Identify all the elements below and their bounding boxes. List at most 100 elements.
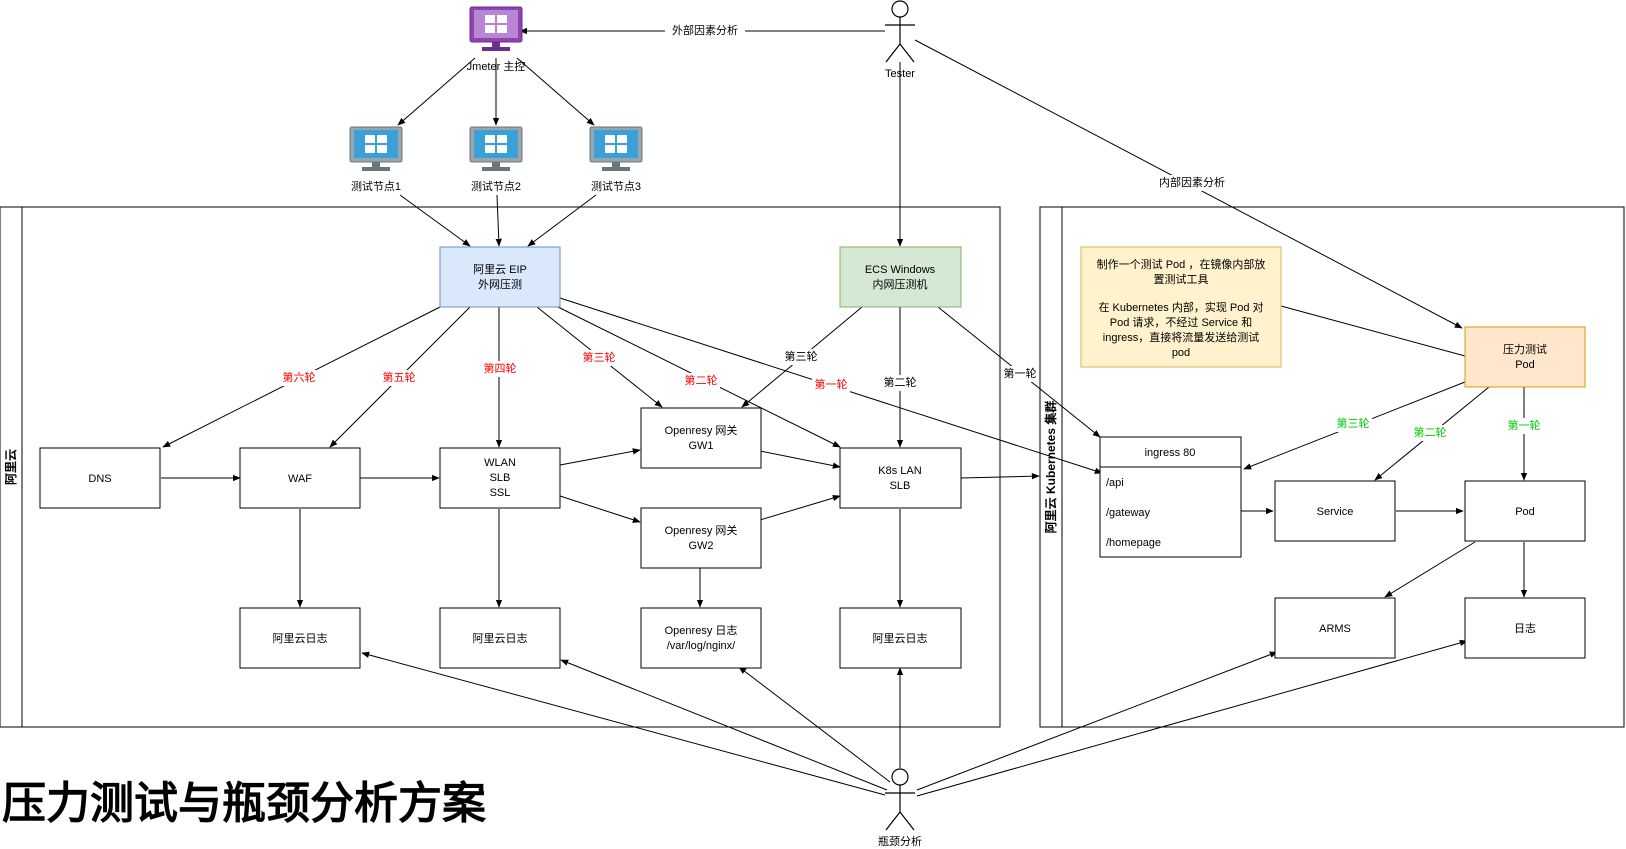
node-eip-line1: 阿里云 EIP <box>473 263 527 276</box>
node-gw2-line2: GW2 <box>688 540 713 552</box>
edge-master-node3 <box>516 57 595 126</box>
monitor-node1[interactable]: 测试节点1 <box>349 126 403 193</box>
actor-bottleneck[interactable]: 瓶颈分析 <box>878 768 922 848</box>
node-wlan-line2: SLB <box>490 472 511 484</box>
node-service[interactable]: Service <box>1274 480 1396 542</box>
node-waf-label: WAF <box>288 473 312 485</box>
label-ecs-r3: 第三轮 <box>785 349 818 363</box>
node-service-label: Service <box>1317 506 1354 518</box>
node-pod[interactable]: Pod <box>1464 480 1586 542</box>
node-waf[interactable]: WAF <box>239 447 361 509</box>
label-r6: 第六轮 <box>283 370 316 384</box>
node-k8slan-line1: K8s LAN <box>878 465 921 477</box>
label-k8s-r3: 第三轮 <box>1337 416 1370 430</box>
node-log-gw[interactable]: Openresy 日志 /var/log/nginx/ <box>640 607 762 669</box>
note-line2: 置测试工具 <box>1154 273 1209 286</box>
pool-aliyun: 阿里云 <box>0 206 1001 728</box>
node-wlan-line1: WLAN <box>484 457 516 469</box>
node-log-gw-line1: Openresy 日志 <box>665 624 738 637</box>
edge-gw1-k8slan <box>759 450 841 469</box>
edge-node3-eip <box>527 194 597 247</box>
node-gw1[interactable]: Openresy 网关 GW1 <box>640 407 762 469</box>
label-ecs-r1: 第一轮 <box>1004 366 1037 380</box>
edge-node2-eip <box>495 194 502 247</box>
node-log-wlan[interactable]: 阿里云日志 <box>439 607 561 669</box>
monitor-node3-label: 测试节点3 <box>591 180 641 193</box>
windows-monitor-icon <box>469 6 523 51</box>
stick-figure-icon <box>885 768 915 831</box>
windows-monitor-icon <box>589 126 643 171</box>
edge-wlan-gw1 <box>559 448 641 466</box>
node-wlan-slb[interactable]: WLAN SLB SSL <box>439 447 561 509</box>
note-line4: Pod 请求，不经过 Service 和 <box>1110 316 1252 329</box>
label-internal: 内部因素分析 <box>1159 175 1225 189</box>
edge-gw2-k8slan <box>759 495 841 521</box>
edge-node1-eip <box>399 194 471 247</box>
pool-k8s-cluster: 阿里云 Kubernetes 集群 <box>1039 206 1625 728</box>
actor-bottleneck-label: 瓶颈分析 <box>878 834 922 848</box>
node-gw2[interactable]: Openresy 网关 GW2 <box>640 507 762 569</box>
node-pod-log[interactable]: 日志 <box>1464 597 1586 659</box>
label-r2-red: 第二轮 <box>685 373 718 387</box>
monitor-master-label: Jmeter 主控 <box>467 59 526 73</box>
monitor-node1-label: 测试节点1 <box>351 180 401 193</box>
actor-tester[interactable]: Tester <box>885 0 915 80</box>
note-line6: pod <box>1172 347 1190 359</box>
ingress-route-gateway[interactable]: /gateway <box>1106 507 1151 519</box>
edge-labels: 外部因素分析 内部因素分析 第六轮 第五轮 第四轮 第三轮 第二轮 第一轮 第三… <box>280 22 1543 441</box>
edge-master-node1 <box>397 57 476 126</box>
edge-analysis-log-wlan <box>560 659 888 791</box>
label-r1-red: 第一轮 <box>815 377 848 391</box>
node-dns[interactable]: DNS <box>39 447 161 509</box>
monitor-node2[interactable]: 测试节点2 <box>469 126 523 193</box>
node-k8slan-line2: SLB <box>890 480 911 492</box>
node-dns-label: DNS <box>88 473 111 485</box>
edge-wlan-gw2 <box>559 495 641 523</box>
label-k8s-r1: 第一轮 <box>1508 418 1541 432</box>
node-wlan-line3: SSL <box>490 487 511 499</box>
node-log-waf[interactable]: 阿里云日志 <box>239 607 361 669</box>
node-pod-label: Pod <box>1515 506 1535 518</box>
ingress-header: ingress 80 <box>1145 447 1196 459</box>
node-k8s-lan-slb[interactable]: K8s LAN SLB <box>839 447 962 509</box>
node-eip-line2: 外网压测 <box>478 278 522 291</box>
edge-note-stresspod <box>1280 305 1466 357</box>
node-gw1-line1: Openresy 网关 <box>665 423 738 437</box>
node-log-gw-line2: /var/log/nginx/ <box>667 640 736 652</box>
monitor-node3[interactable]: 测试节点3 <box>589 126 643 193</box>
note-stress-pod: 制作一个测试 Pod ，在镜像内部放 置测试工具 在 Kubernetes 内部… <box>1080 246 1282 368</box>
note-line3: 在 Kubernetes 内部，实现 Pod 对 <box>1098 300 1263 314</box>
label-k8s-r2: 第二轮 <box>1414 425 1447 439</box>
node-log-k8slan-label: 阿里云日志 <box>873 632 928 645</box>
ingress-route-homepage[interactable]: /homepage <box>1106 537 1161 549</box>
page-title: 压力测试与瓶颈分析方案 <box>2 779 487 828</box>
note-line1: 制作一个测试 Pod ，在镜像内部放 <box>1097 257 1266 271</box>
node-ingress[interactable]: ingress 80 /api /gateway /homepage <box>1099 436 1242 558</box>
node-gw1-line2: GW1 <box>688 440 713 452</box>
monitor-node2-label: 测试节点2 <box>471 180 521 193</box>
windows-monitor-icon <box>469 126 523 171</box>
actor-tester-label: Tester <box>885 68 915 80</box>
edge-analysis-podlog <box>916 639 1468 797</box>
stick-figure-icon <box>885 0 915 63</box>
label-r5: 第五轮 <box>383 370 416 384</box>
node-log-waf-label: 阿里云日志 <box>273 632 328 645</box>
pool-aliyun-label: 阿里云 <box>3 449 18 485</box>
node-ecs-windows[interactable]: ECS Windows 内网压测机 <box>839 246 962 308</box>
windows-monitor-icon <box>349 126 403 171</box>
node-log-k8slan[interactable]: 阿里云日志 <box>839 607 962 669</box>
label-external: 外部因素分析 <box>672 23 738 37</box>
edge-analysis-log-waf <box>361 651 886 796</box>
node-arms[interactable]: ARMS <box>1274 597 1396 659</box>
edge-pod-arms <box>1384 541 1476 598</box>
node-log-wlan-label: 阿里云日志 <box>473 632 528 645</box>
node-stress-pod-line1: 压力测试 <box>1503 343 1547 356</box>
monitor-master[interactable]: Jmeter 主控 <box>467 6 526 73</box>
node-ecs-line2: 内网压测机 <box>873 277 928 291</box>
node-gw2-line1: Openresy 网关 <box>665 523 738 537</box>
label-r4: 第四轮 <box>484 361 517 375</box>
node-stress-pod[interactable]: 压力测试 Pod <box>1464 326 1586 388</box>
label-ecs-r2: 第二轮 <box>884 375 917 389</box>
node-eip[interactable]: 阿里云 EIP 外网压测 <box>439 246 561 308</box>
ingress-route-api[interactable]: /api <box>1106 477 1124 489</box>
